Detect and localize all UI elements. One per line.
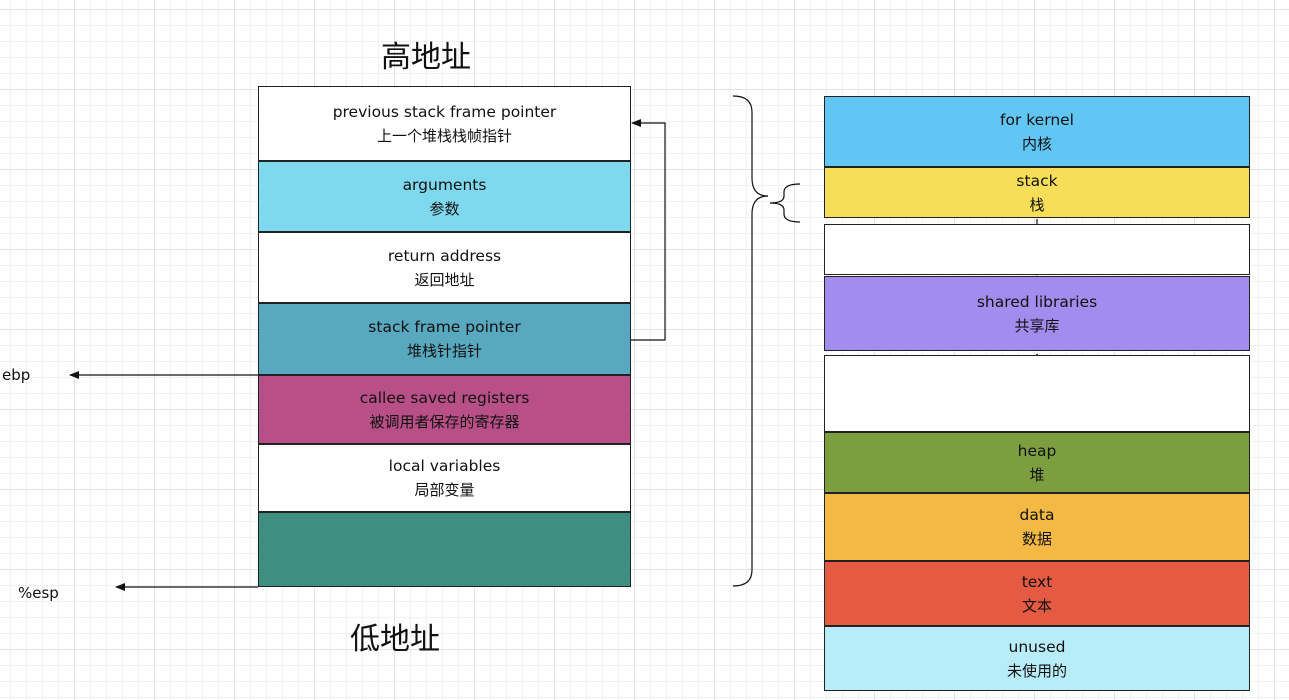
stack-cell-arguments: arguments 参数 [258,161,631,232]
region-label-en: shared libraries [976,292,1098,311]
memory-region-text: text 文本 [824,561,1250,626]
region-label-zh: 数据 [1021,530,1052,548]
esp-label: %esp [18,584,59,602]
region-label-en: unused [1008,637,1066,656]
cell-label-zh: 被调用者保存的寄存器 [369,412,520,431]
cell-label-zh: 返回地址 [414,270,475,289]
region-label-zh: 堆 [1029,465,1045,484]
region-label-zh: 内核 [1021,134,1052,153]
memory-region-gap-upper [824,224,1250,275]
frame-pointer-link-arrow [630,119,666,341]
cell-label-zh: 局部变量 [414,481,475,499]
stack-cell-free-space [258,512,631,587]
large-curly-brace [732,95,769,587]
region-label-zh: 文本 [1021,596,1052,615]
region-label-en: data [1019,506,1055,524]
cell-label-en: return address [387,246,502,265]
stack-cell-local-variables: local variables 局部变量 [258,444,631,512]
region-label-zh: 共享库 [1014,316,1060,335]
region-label-en: stack [1016,171,1058,190]
cell-label-en: stack frame pointer [368,318,521,336]
ebp-label: ebp [2,366,31,384]
region-label-en: text [1021,572,1053,591]
memory-region-stack: stack 栈 [824,167,1250,218]
stack-cell-previous-frame-pointer: previous stack frame pointer 上一个堆栈栈帧指针 [258,86,631,161]
memory-region-kernel: for kernel 内核 [824,96,1250,167]
cell-label-zh: 上一个堆栈栈帧指针 [376,126,512,145]
memory-region-gap-lower [824,355,1250,432]
memory-region-shared-libraries: shared libraries 共享库 [824,276,1250,351]
stack-cell-frame-pointer: stack frame pointer 堆栈针指针 [258,303,631,375]
region-label-en: for kernel [1000,110,1074,129]
cell-label-zh: 参数 [429,199,460,218]
high-address-label: 高地址 [381,40,471,75]
stack-cell-callee-saved-registers: callee saved registers 被调用者保存的寄存器 [258,375,631,444]
stack-cell-return-address: return address 返回地址 [258,232,631,303]
low-address-label: 低地址 [350,622,440,657]
cell-label-en: callee saved registers [359,388,530,407]
region-label-en: heap [1017,441,1057,460]
region-label-zh: 栈 [1029,195,1045,214]
cell-label-en: local variables [388,457,501,475]
cell-label-en: previous stack frame pointer [332,102,557,121]
region-label-zh: 未使用的 [1006,661,1067,680]
cell-label-zh: 堆栈针指针 [406,342,482,360]
memory-region-unused: unused 未使用的 [824,626,1250,691]
memory-region-heap: heap 堆 [824,432,1250,493]
memory-region-data: data 数据 [824,493,1250,561]
cell-label-en: arguments [402,175,487,194]
small-curly-brace [769,183,801,223]
